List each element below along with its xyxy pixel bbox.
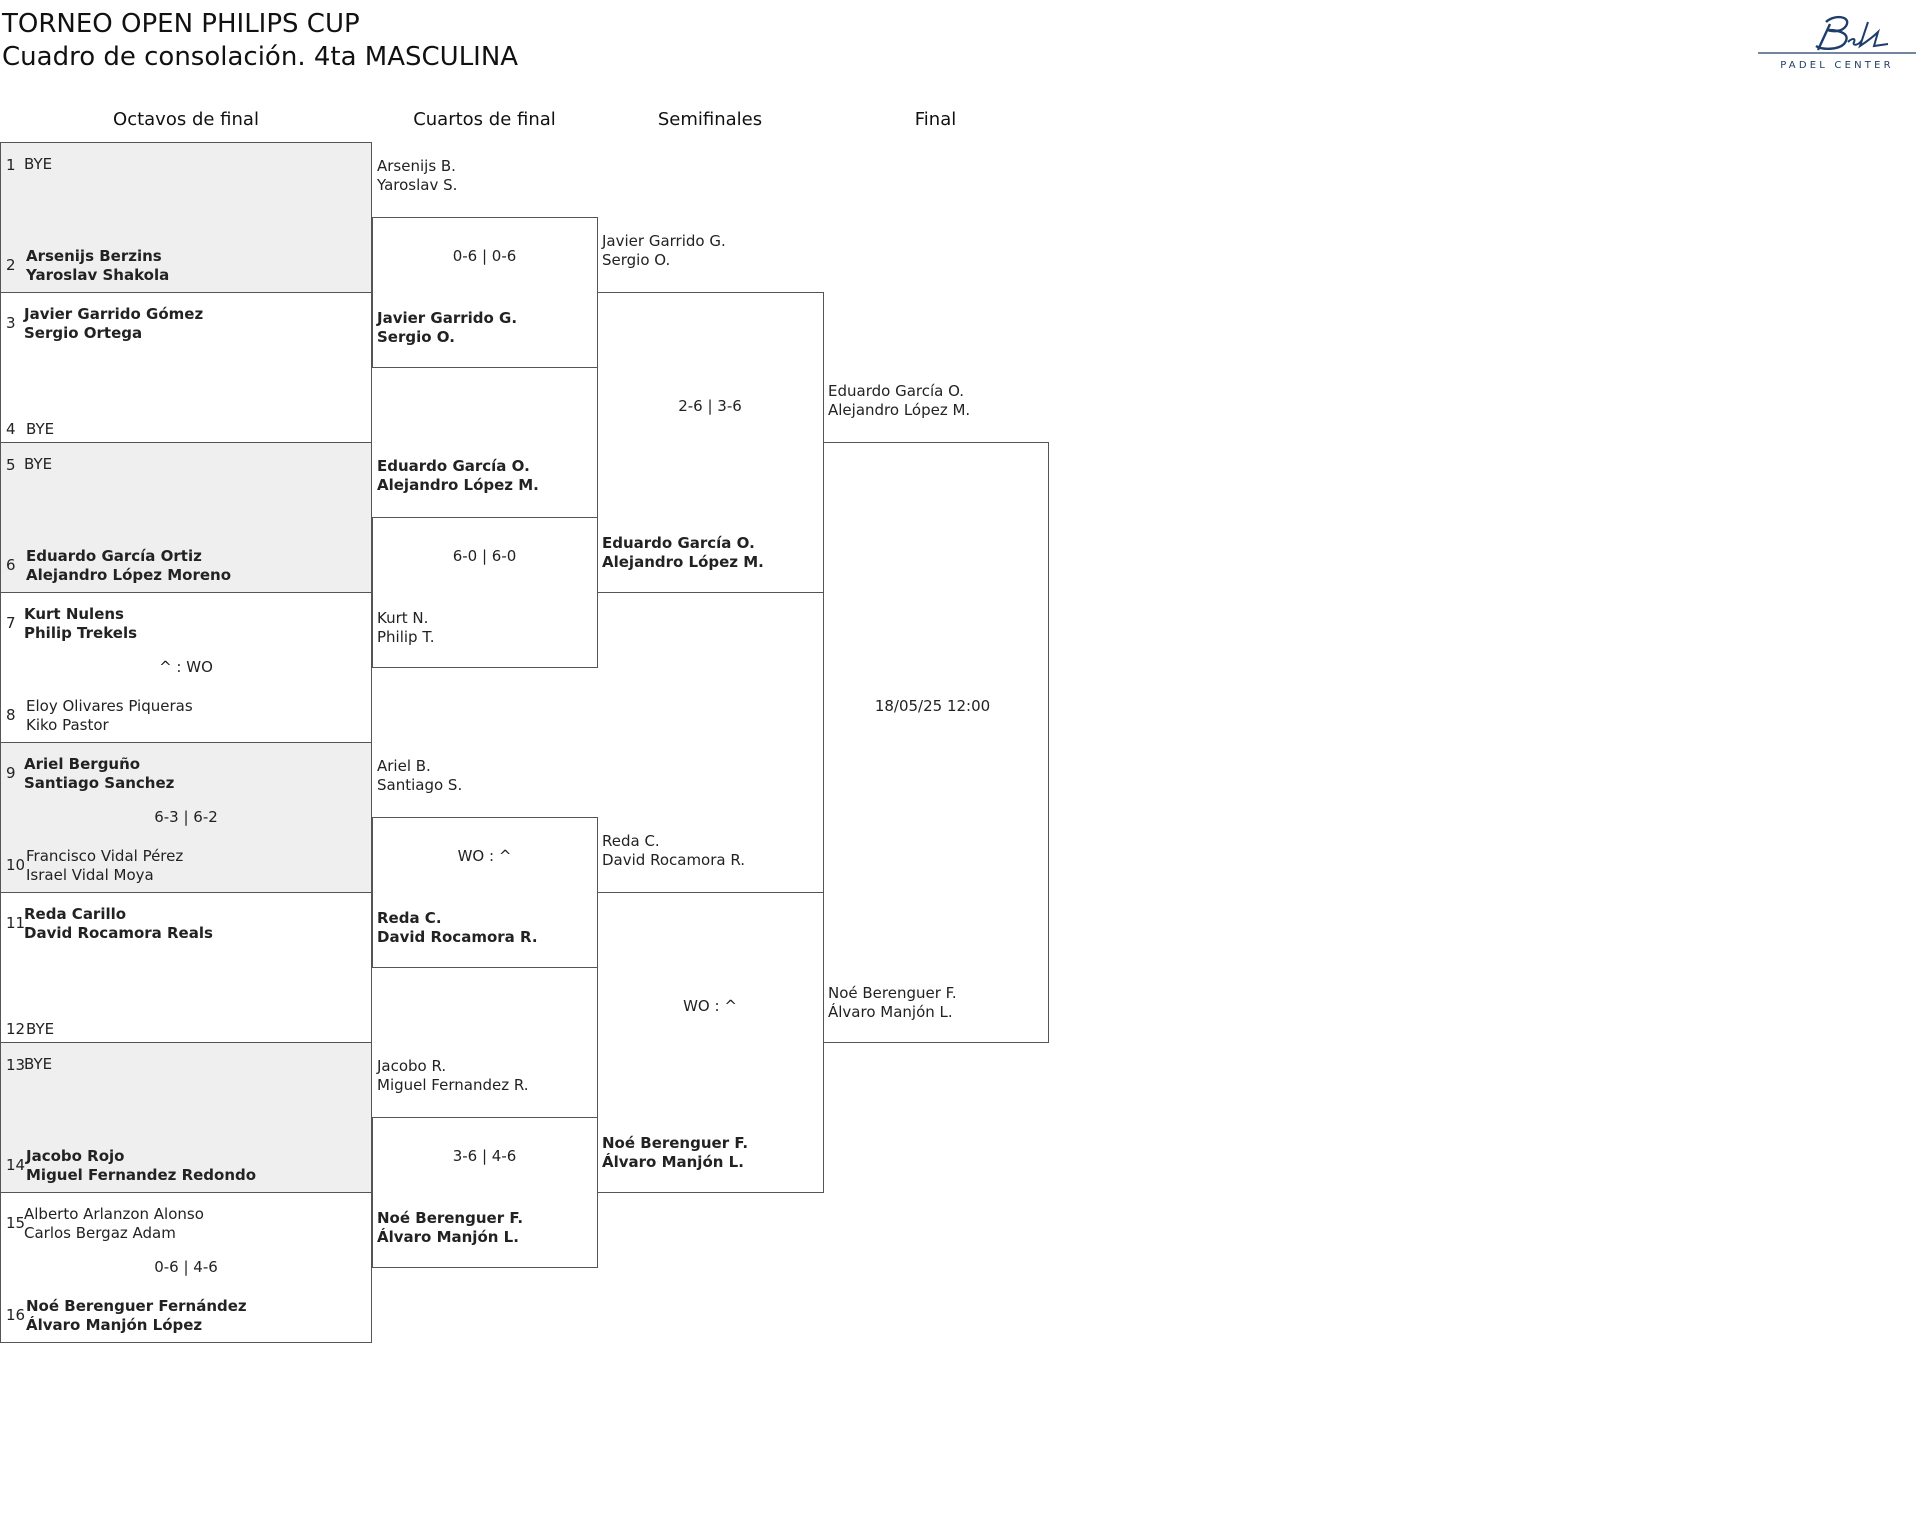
seed-number: 5 [6, 456, 16, 474]
bela-logo: PADEL CENTER [1756, 8, 1918, 74]
octavos-entry-14-line1: Jacobo Rojo [26, 1147, 125, 1165]
octavos-entry-16-line1: Noé Berenguer Fernández [26, 1297, 247, 1315]
octavos-entry-2-line1: Arsenijs Berzins [26, 247, 162, 265]
final-entry-line2: Alejandro López M. [828, 401, 971, 419]
semis-entry-line2: Alejandro López M. [602, 553, 764, 571]
octavos-entry-6-line1: Eduardo García Ortiz [26, 547, 202, 565]
seed-number: 3 [6, 314, 16, 332]
cuartos-entry-line1: Jacobo R. [377, 1057, 447, 1075]
semis-entry-line1: Reda C. [602, 832, 660, 850]
match-score: 2-6 | 3-6 [678, 397, 742, 415]
semis-entry-line2: Sergio O. [602, 251, 671, 269]
cuartos-entry-line2: Sergio O. [377, 328, 455, 346]
octavos-entry-9-line2: Santiago Sanchez [24, 774, 175, 792]
octavos-entry-7-line1: Kurt Nulens [24, 605, 124, 623]
octavos-entry-7-line2: Philip Trekels [24, 624, 138, 642]
seed-number: 13 [6, 1056, 26, 1074]
seed-number: 14 [6, 1156, 26, 1174]
cuartos-entry-line2: Philip T. [377, 628, 435, 646]
final-match [823, 442, 1049, 1043]
octavos-entry-3-line2: Sergio Ortega [24, 324, 143, 342]
cuartos-entry-line2: Miguel Fernandez R. [377, 1076, 529, 1094]
match-score: WO : ^ [457, 847, 512, 865]
seed-number: 10 [6, 856, 26, 874]
tournament-title: TORNEO OPEN PHILIPS CUP [2, 9, 360, 39]
octavos-entry-10-line1: Francisco Vidal Pérez [26, 847, 184, 865]
match-score: ^ : WO [159, 658, 213, 676]
octavos-entry-5-line1: BYE [24, 455, 53, 473]
seed-number: 6 [6, 556, 16, 574]
final-entry-line2: Álvaro Manjón L. [828, 1003, 953, 1021]
cuartos-entry-line1: Noé Berenguer F. [377, 1209, 524, 1227]
match-score: 0-6 | 4-6 [154, 1258, 218, 1276]
octavos-entry-12-line1: BYE [26, 1020, 55, 1038]
match-score: 6-0 | 6-0 [452, 547, 517, 565]
final-entry-line1: Eduardo García O. [828, 382, 965, 400]
final-date-time: 18/05/25 12:00 [874, 697, 991, 715]
seed-number: 9 [6, 764, 16, 782]
octavos-entry-8-line1: Eloy Olivares Piqueras [26, 697, 193, 715]
seed-number: 2 [6, 256, 16, 274]
logo-text: PADEL CENTER [1780, 60, 1894, 71]
match-score: 3-6 | 4-6 [452, 1147, 517, 1165]
seed-number: 12 [6, 1020, 26, 1038]
round-header-semis: Semifinales [657, 109, 763, 130]
match-score: 0-6 | 0-6 [452, 247, 517, 265]
round-header-cuartos: Cuartos de final [413, 109, 556, 130]
octavos-match [0, 1042, 372, 1193]
semis-entry-line1: Javier Garrido G. [602, 232, 726, 250]
octavos-match [0, 1192, 372, 1343]
round-header-octavos: Octavos de final [113, 109, 259, 130]
octavos-entry-11-line1: Reda Carillo [24, 905, 127, 923]
octavos-entry-13-line1: BYE [24, 1055, 53, 1073]
cuartos-entry-line2: Yaroslav S. [377, 176, 458, 194]
seed-number: 11 [6, 914, 26, 932]
cuartos-entry-line2: David Rocamora R. [377, 928, 538, 946]
octavos-match [0, 142, 372, 293]
octavos-entry-1-line1: BYE [24, 155, 53, 173]
octavos-entry-15-line1: Alberto Arlanzon Alonso [24, 1205, 204, 1223]
cuartos-entry-line1: Eduardo García O. [377, 457, 530, 475]
octavos-entry-9-line1: Ariel Berguño [24, 755, 141, 773]
octavos-entry-14-line2: Miguel Fernandez Redondo [26, 1166, 257, 1184]
seed-number: 1 [6, 156, 16, 174]
cuartos-entry-line1: Kurt N. [377, 609, 429, 627]
seed-number: 4 [6, 420, 16, 438]
bela-signature-logo-icon: PADEL CENTER [1758, 15, 1916, 71]
octavos-entry-3-line1: Javier Garrido Gómez [24, 305, 204, 323]
cuartos-entry-line2: Santiago S. [377, 776, 463, 794]
seed-number: 15 [6, 1214, 26, 1232]
octavos-entry-11-line2: David Rocamora Reals [24, 924, 213, 942]
round-header-final: Final [914, 109, 957, 130]
cuartos-entry-line1: Javier Garrido G. [377, 309, 518, 327]
semis-entry-line1: Noé Berenguer F. [602, 1134, 749, 1152]
draw-subtitle: Cuadro de consolación. 4ta MASCULINA [2, 42, 519, 72]
octavos-entry-4-line1: BYE [26, 420, 55, 438]
octavos-entry-15-line2: Carlos Bergaz Adam [24, 1224, 176, 1242]
cuartos-entry-line2: Álvaro Manjón L. [377, 1228, 519, 1246]
semis-entry-line2: Álvaro Manjón L. [602, 1153, 744, 1171]
octavos-entry-2-line2: Yaroslav Shakola [26, 266, 170, 284]
cuartos-entry-line1: Reda C. [377, 909, 442, 927]
cuartos-entry-line2: Alejandro López M. [377, 476, 539, 494]
octavos-entry-6-line2: Alejandro López Moreno [26, 566, 232, 584]
match-score: WO : ^ [683, 997, 737, 1015]
final-entry-line1: Noé Berenguer F. [828, 984, 957, 1002]
cuartos-entry-line1: Ariel B. [377, 757, 431, 775]
semis-entry-line2: David Rocamora R. [602, 851, 746, 869]
cuartos-entry-line1: Arsenijs B. [377, 157, 456, 175]
seed-number: 16 [6, 1306, 26, 1324]
semis-entry-line1: Eduardo García O. [602, 534, 755, 552]
octavos-entry-16-line2: Álvaro Manjón López [26, 1316, 203, 1334]
seed-number: 8 [6, 706, 16, 724]
seed-number: 7 [6, 614, 16, 632]
octavos-match [0, 742, 372, 893]
octavos-entry-8-line2: Kiko Pastor [26, 716, 109, 734]
octavos-entry-10-line2: Israel Vidal Moya [26, 866, 154, 884]
match-score: 6-3 | 6-2 [154, 808, 218, 826]
